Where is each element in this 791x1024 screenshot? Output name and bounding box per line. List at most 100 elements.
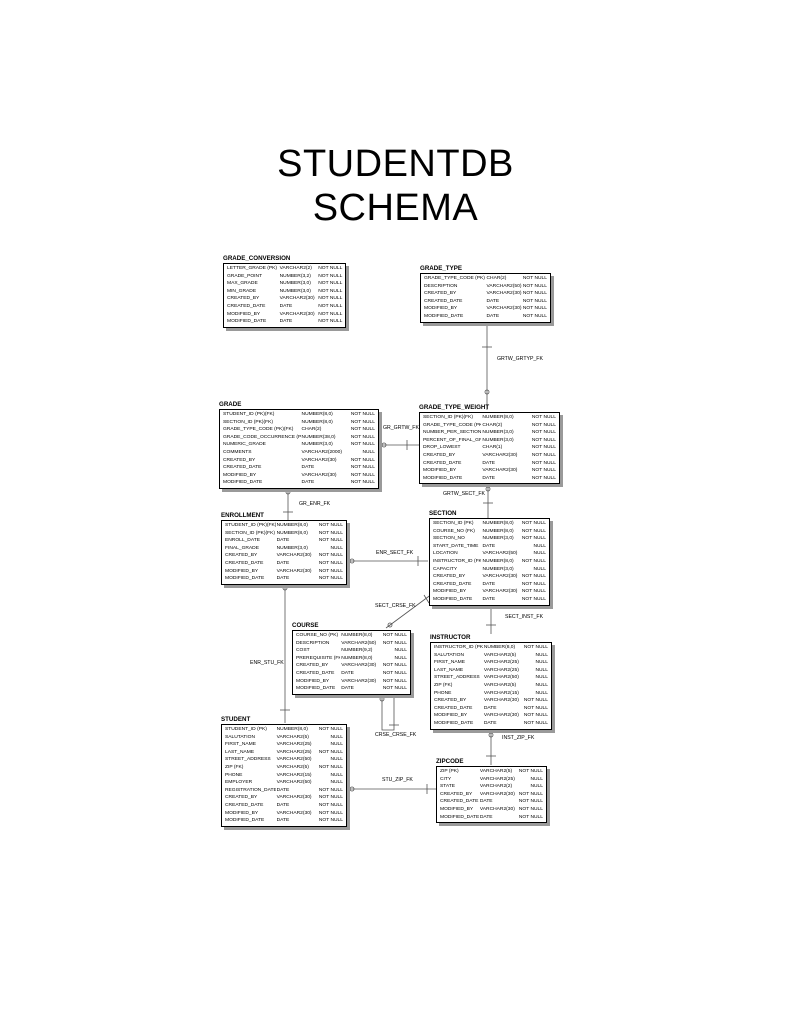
column-type: NUMBER(3,0) [482,566,514,572]
column-nullability: NOT NULL [350,472,375,478]
column-name: GRADE_TYPE_CODE (PK)(FK) [223,427,294,433]
column-type: VARCHAR2(30) [276,795,312,801]
page-title-line1: STUDENTDB [277,143,514,185]
column-row: LETTER_GRADE (PK)VARCHAR2(2)NOT NULL [226,265,343,273]
entity-name: COURSE [292,622,319,629]
rel-label-sect-inst: SECT_INST_FK [505,614,544,620]
column-nullability: NOT NULL [318,303,343,309]
column-name: CREATED_DATE [423,460,462,466]
column-name: GRADE_POINT [227,273,263,279]
rel-label-stu-zip: STU_ZIP_FK [382,777,413,783]
column-nullability: NOT NULL [521,574,546,580]
column-nullability: NOT NULL [531,445,556,451]
column-type: VARCHAR2(15) [276,772,312,778]
entity-grade: GRADE STUDENT_ID (PK)(FK)NUMBER(8,0)NOT … [219,401,379,489]
column-nullability: NULL [362,449,375,455]
column-type: NUMBER(3,2) [279,273,311,279]
column-nullability: NOT NULL [382,686,407,692]
column-type: VARCHAR2(50) [482,551,518,557]
column-name: MODIFIED_DATE [423,475,463,481]
column-type: CHAR(2) [301,427,322,433]
entity-instructor: INSTRUCTOR INSTRUCTOR_ID (PK)NUMBER(8,0)… [430,634,552,730]
column-type: NUMBER(3,0) [279,281,311,287]
column-name: MODIFIED_BY [440,806,474,812]
column-nullability: NOT NULL [521,596,546,602]
column-name: MODIFIED_BY [423,468,457,474]
column-type: DATE [276,576,290,582]
column-type: VARCHAR2(30) [483,698,519,704]
column-nullability: NOT NULL [350,457,375,463]
column-type: VARCHAR2(30) [341,678,377,684]
column-name: DESCRIPTION [424,283,458,289]
column-nullability: NOT NULL [350,442,375,448]
column-name: MODIFIED_DATE [433,596,473,602]
column-type: CHAR(2) [486,276,507,281]
column-type: DATE [482,543,496,549]
column-name: PREREQUISITE (FK) [296,655,341,661]
rel-label-crse-crse: CRSE_CRSE_FK [375,732,417,738]
column-type: VARCHAR2(50) [483,675,519,681]
column-nullability: NOT NULL [518,806,543,812]
column-type: DATE [482,460,496,466]
column-type: DATE [276,787,290,793]
column-nullability: NOT NULL [518,814,543,820]
column-row: ZIP (FK)VARCHAR2(5)NULL [433,682,549,690]
column-name: MODIFIED_BY [424,306,458,312]
entity-name: SECTION [429,510,457,517]
column-row: COURSE_NO (FK)NUMBER(8,0)NOT NULL [432,528,547,536]
column-name: MODIFIED_BY [225,810,259,816]
column-nullability: NULL [330,780,343,786]
entity-grade-type-weight: GRADE_TYPE_WEIGHT SECTION_ID (PK)(FK)NUM… [419,404,560,485]
column-row: ZIP (FK)VARCHAR2(5)NOT NULL [224,764,344,772]
column-nullability: NULL [533,551,546,557]
rel-label-gr-grtw: GR_GRTW_FK [383,425,419,431]
entity-grade-conversion: GRADE_CONVERSION LETTER_GRADE (PK)VARCHA… [223,255,346,328]
column-nullability: NULL [533,566,546,572]
column-name: CREATED_BY [424,291,457,297]
column-row: SECTION_ID (PK)(FK)NUMBER(8,0)NOT NULL [422,414,557,422]
column-type: NUMBER(8,0) [482,528,514,534]
column-name: MODIFIED_BY [434,713,468,719]
column-type: DATE [486,298,500,304]
column-nullability: NULL [330,772,343,778]
column-type: DATE [276,560,290,566]
column-type: VARCHAR2(5) [479,769,513,774]
column-type: VARCHAR2(5) [483,682,517,688]
column-type: NUMBER(8,0) [301,412,333,417]
column-name: MODIFIED_DATE [434,720,474,726]
column-nullability: NOT NULL [350,427,375,433]
column-name: MAX_GRADE [227,281,258,287]
column-type: NUMBER(3,0) [279,288,311,294]
column-nullability: NOT NULL [318,319,343,325]
column-type: VARCHAR2(30) [479,806,515,812]
rel-label-sect-crse: SECT_CRSE_FK [375,603,416,609]
column-type: DATE [279,303,293,309]
column-name: CREATED_DATE [434,705,473,711]
column-name: STUDENT_ID (PK)(FK) [223,412,275,417]
column-type: VARCHAR2(30) [482,574,518,580]
column-nullability: NULL [330,742,343,748]
column-row: ZIP (PK)VARCHAR2(5)NOT NULL [439,768,544,776]
column-name: MODIFIED_DATE [440,814,479,820]
column-nullability: NOT NULL [518,769,543,774]
column-type: VARCHAR2(5) [276,764,309,770]
column-name: MODIFIED_BY [296,678,330,684]
